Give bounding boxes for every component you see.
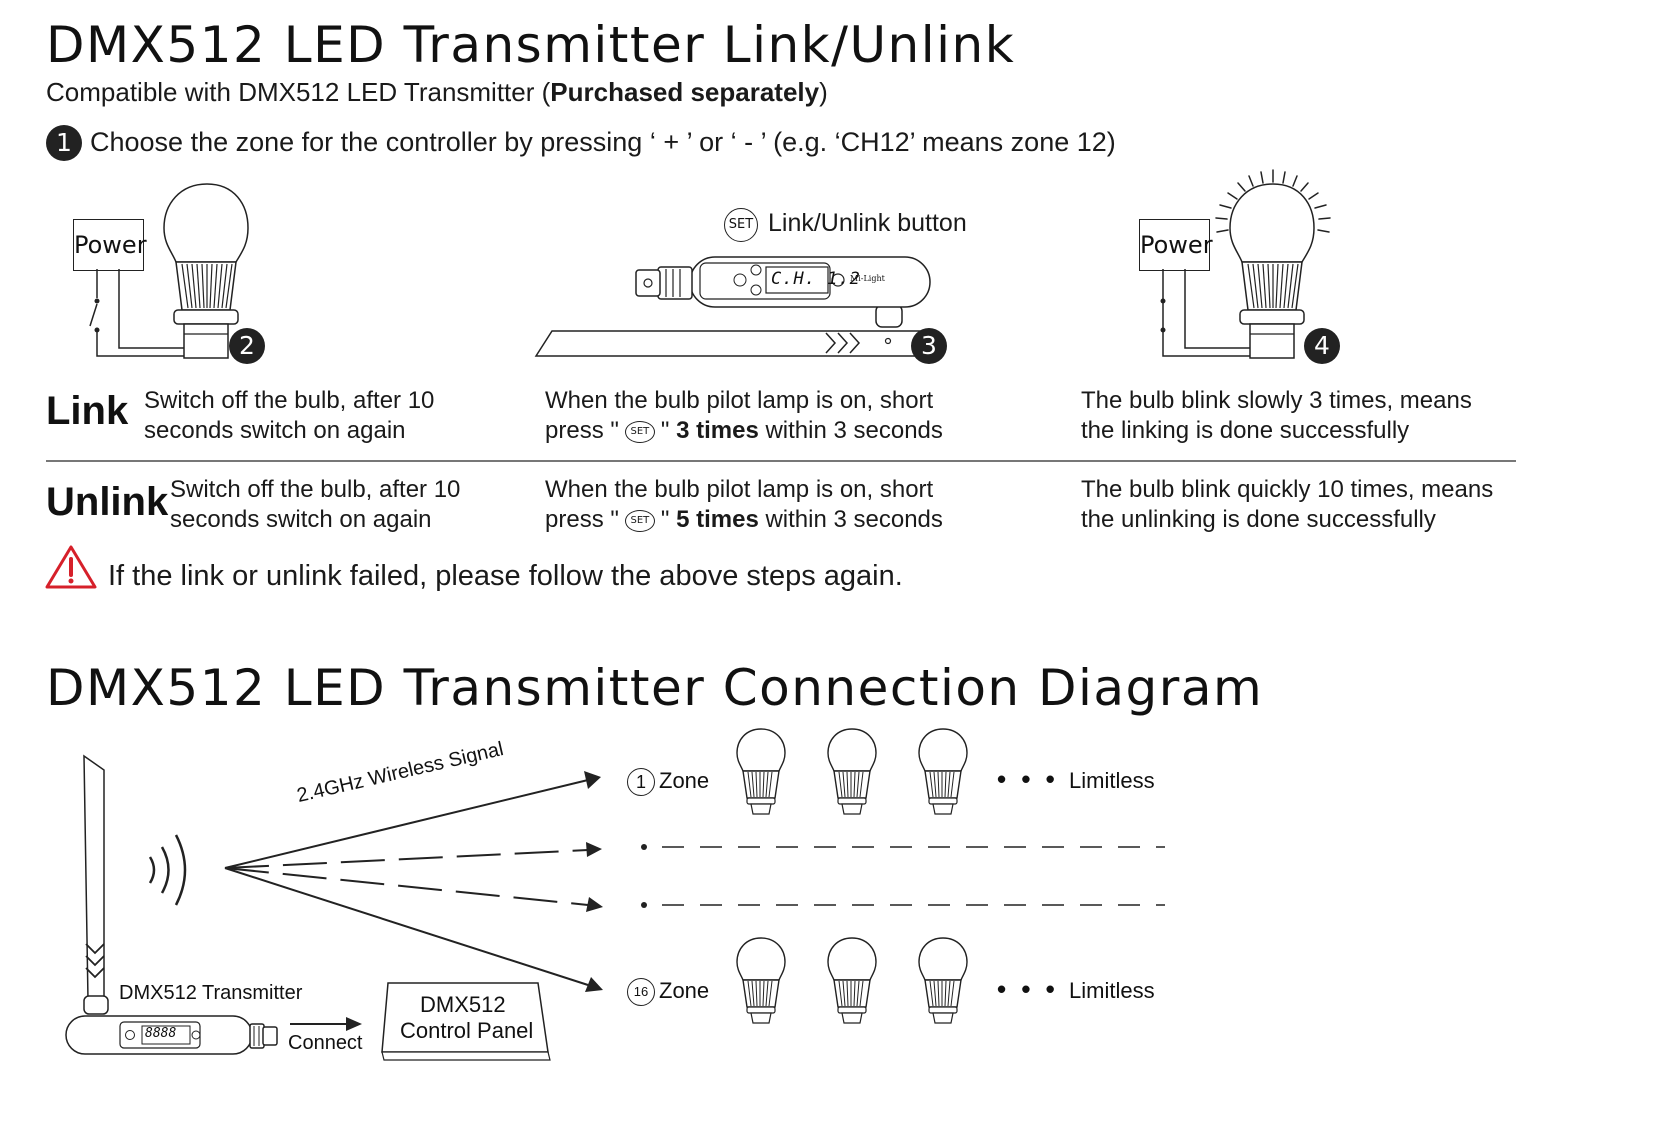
subtitle-prefix: Compatible with DMX512 LED Transmitter ( [46,77,551,107]
bulb-icon [827,728,877,815]
limitless-zone-16: Limitless [1069,978,1155,1003]
unlink-col3-line2: the unlinking is done successfully [1081,506,1436,533]
step4-badge: 4 [1304,328,1340,364]
subtitle-suffix: ) [819,77,828,107]
transmitter-device-step3 [534,256,931,357]
link-unlink-button-label: Link/Unlink button [768,209,967,237]
link-col3-line2: the linking is done successfully [1081,417,1410,444]
blink-rays-icon [1215,169,1331,233]
link-step-switch-text: Switch off the bulb, after 10 seconds sw… [144,386,434,446]
subtitle-bold: Purchased separately [550,77,820,107]
link-press-word: press " [545,417,619,444]
control-panel-box [381,982,551,1061]
unlink-col2-line2: press "SET" 5 times within 3 seconds [545,505,943,535]
bulb-icon [827,937,877,1024]
power-box-right: Power [1139,219,1213,271]
unlink-step-result-text: The bulb blink quickly 10 times, means t… [1081,475,1493,535]
compatibility-subtitle: Compatible with DMX512 LED Transmitter (… [46,77,828,108]
link-col3-line1: The bulb blink slowly 3 times, means [1081,387,1472,414]
bulb-icon [736,937,786,1024]
zone-1-number-badge: 1 [627,768,655,796]
bulb-icon [736,728,786,815]
zone-16-number-badge: 16 [627,978,655,1006]
step1-text: Choose the zone for the controller by pr… [90,127,1116,157]
step1-badge: 1 [46,125,82,161]
limitless-zone-1: Limitless [1069,768,1155,793]
brand-logo-step3: Mi-Light [850,274,885,283]
control-panel-label-1: DMX512 [420,992,506,1017]
unlink-times-bold: 5 times [676,506,759,533]
link-col2-line2: press "SET" 3 times within 3 seconds [545,416,943,446]
connect-label: Connect [288,1032,363,1054]
bulb-icon-step4 [1229,183,1315,359]
step2-badge: 2 [229,328,265,364]
unlink-col1-line2: seconds switch on again [170,506,432,533]
link-label: Link [46,389,129,433]
warning-text: If the link or unlink failed, please fol… [108,560,903,592]
control-panel-label-2: Control Panel [400,1018,534,1043]
unlink-col2-tail: within 3 seconds [758,506,943,533]
wireless-waves-icon [148,834,187,906]
unlink-press-word: press " [545,506,619,533]
link-col2-tail: within 3 seconds [758,417,943,444]
link-step-result-text: The bulb blink slowly 3 times, means the… [1081,386,1472,446]
link-col1-line2: seconds switch on again [144,417,406,444]
bulb-icon-step2 [163,183,249,359]
set-button-inline-icon: SET [624,420,655,443]
unlink-quote: " [660,506,670,533]
power-box-left: Power [73,219,147,271]
channel-display: C.H. 1.2 [771,269,861,289]
ellipsis-zone-16: • • • [997,974,1059,1004]
transmitter-label: DMX512 Transmitter [119,982,303,1004]
section-divider [46,460,1516,462]
warning-triangle-icon [45,545,97,589]
bulb-icon [918,728,968,815]
link-col2-line1: When the bulb pilot lamp is on, short [545,387,934,414]
zone-1-label: Zone [659,768,710,793]
set-button-inline-icon: SET [624,509,655,532]
link-times-bold: 3 times [676,417,759,444]
link-col1-line1: Switch off the bulb, after 10 [144,387,435,414]
ellipsis-zone-1: • • • [997,764,1059,794]
link-section-title: DMX512 LED Transmitter Link/Unlink [46,16,1016,74]
connection-section-title: DMX512 LED Transmitter Connection Diagra… [46,659,1264,717]
dmx512-transmitter-device [65,754,278,1055]
unlink-step-switch-text: Switch off the bulb, after 10 seconds sw… [170,475,460,535]
unlink-label: Unlink [46,480,169,524]
link-quote: " [660,417,670,444]
bulb-icon [918,937,968,1024]
transmitter-display: 8888 [145,1026,177,1041]
zone-16-label: Zone [659,978,710,1003]
step3-badge: 3 [911,328,947,364]
link-step-press-text: When the bulb pilot lamp is on, short pr… [545,386,943,446]
unlink-step-press-text: When the bulb pilot lamp is on, short pr… [545,475,943,535]
set-button-icon: SET [724,208,758,242]
unlink-col3-line1: The bulb blink quickly 10 times, means [1081,476,1494,503]
unlink-col2-line1: When the bulb pilot lamp is on, short [545,476,934,503]
unlink-col1-line1: Switch off the bulb, after 10 [170,476,461,503]
